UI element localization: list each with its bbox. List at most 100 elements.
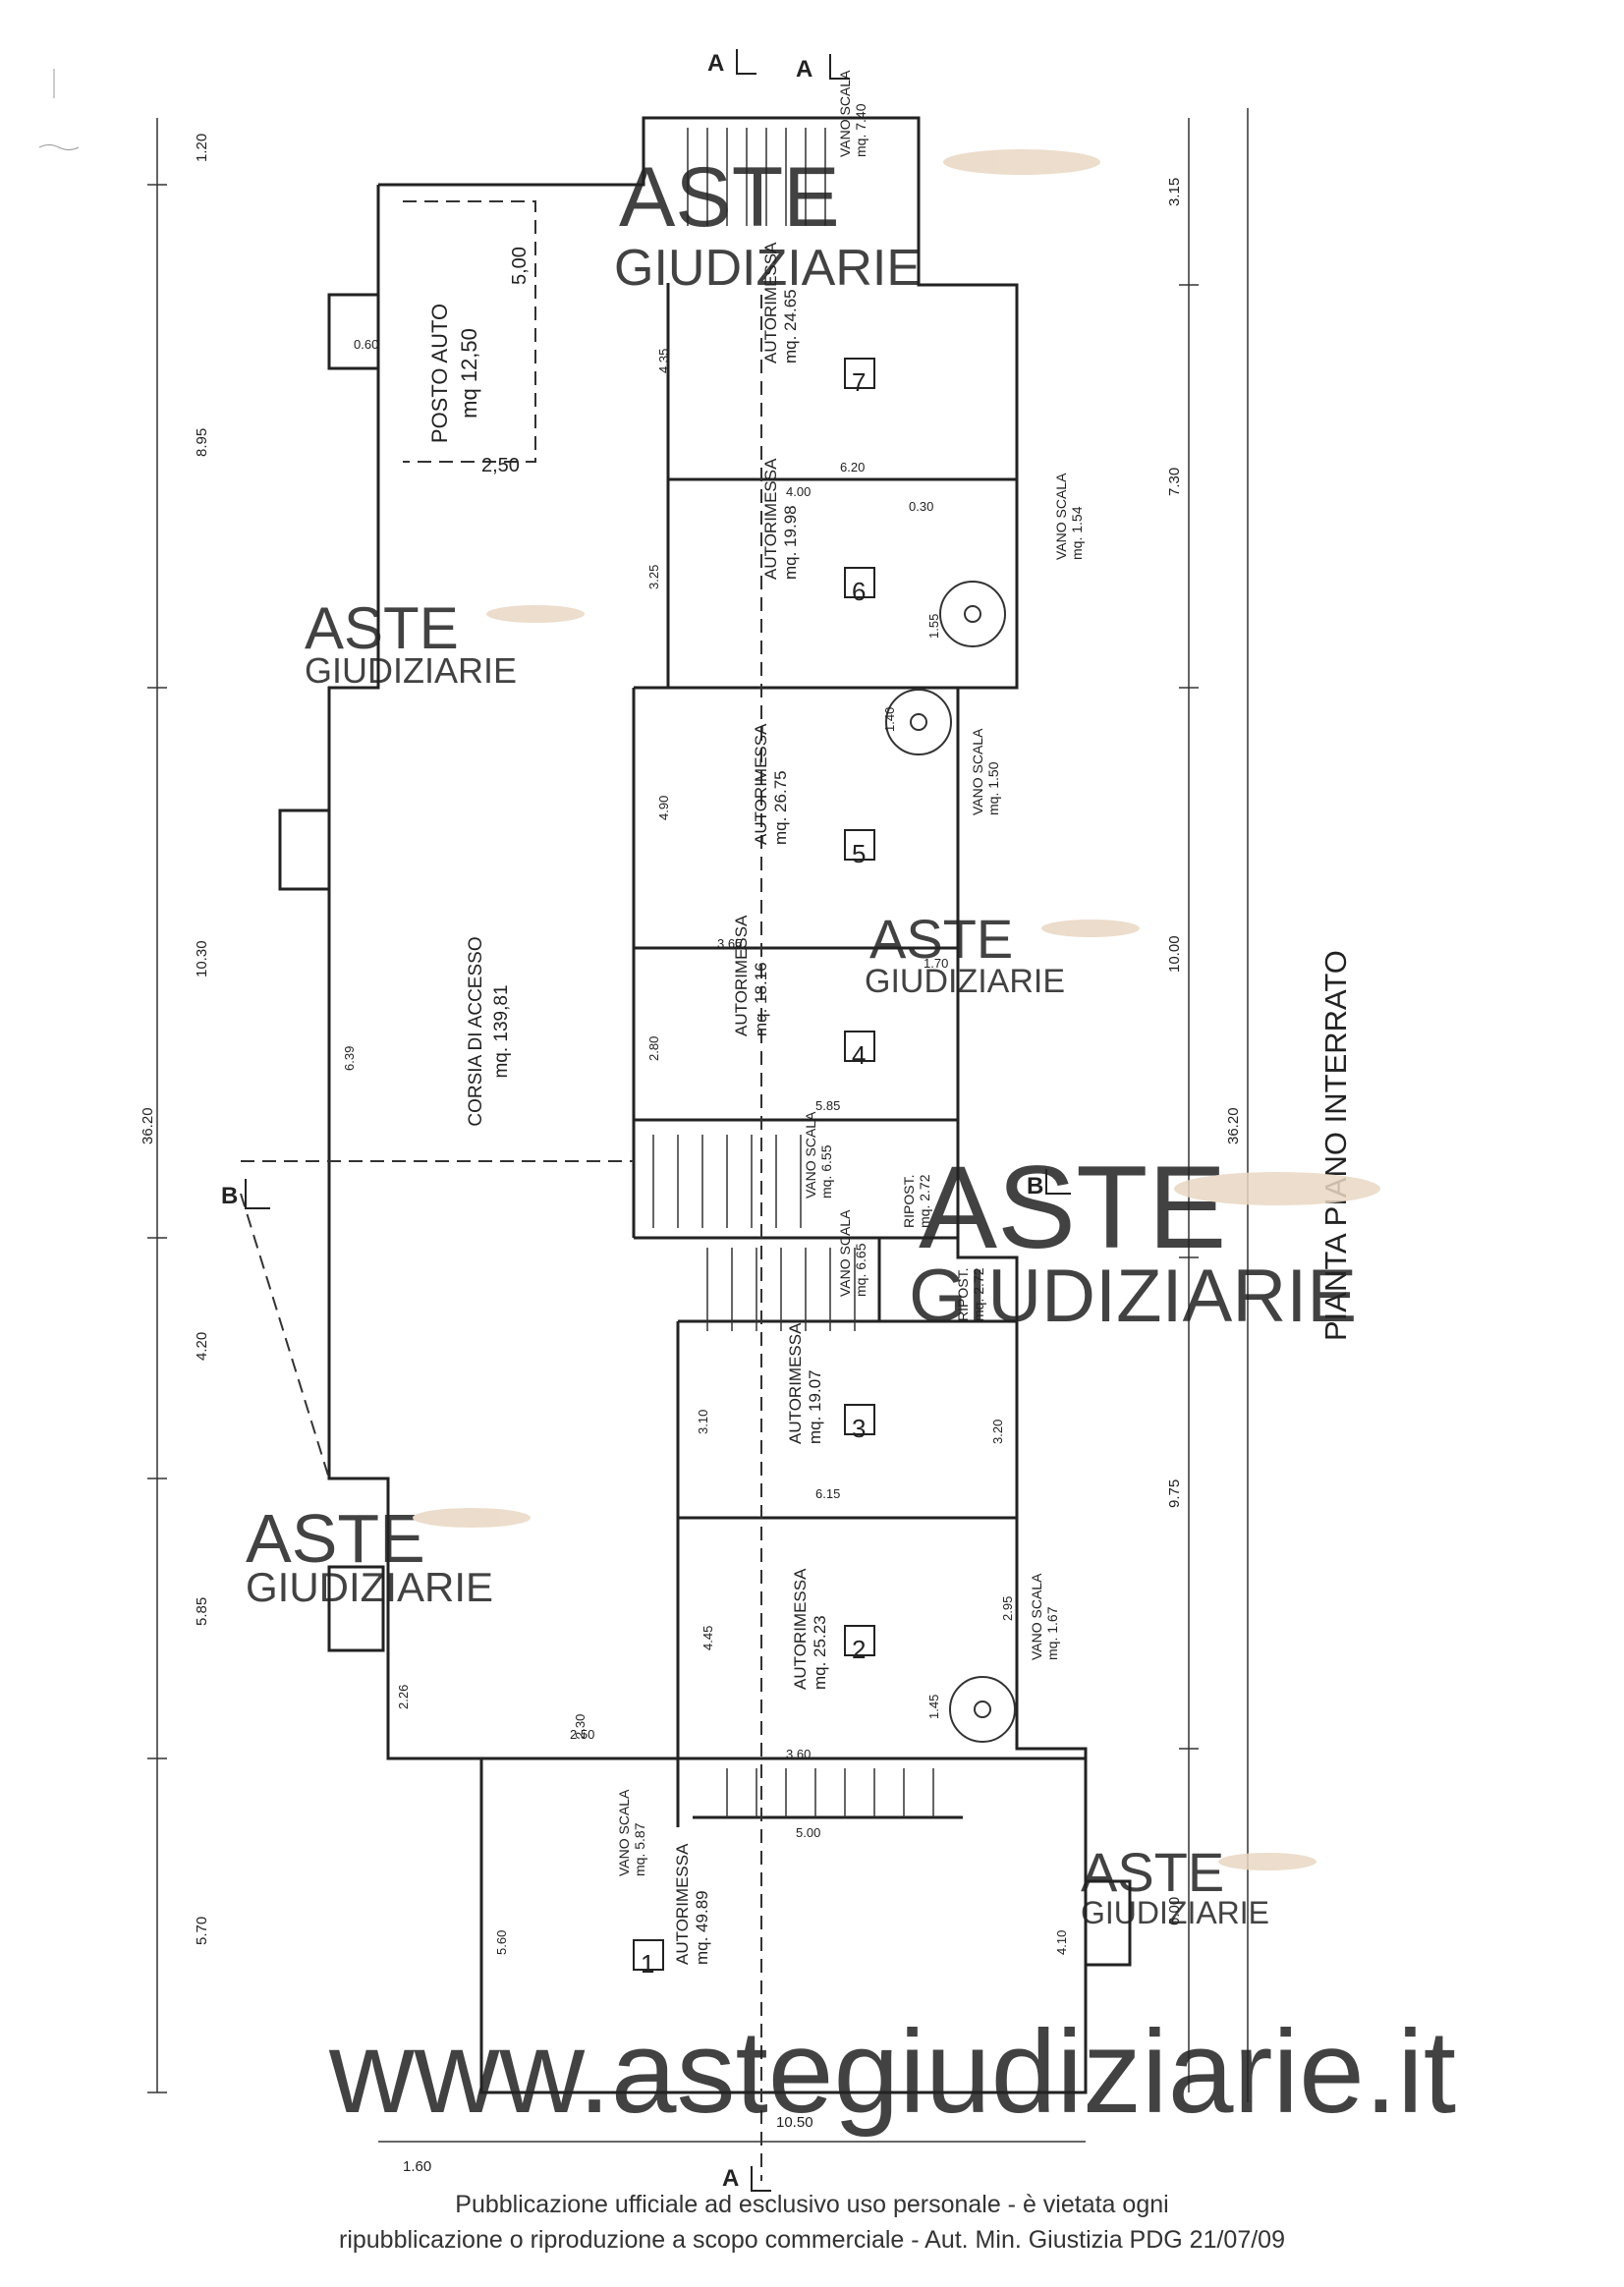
- watermark-brand: GIUDIZIARIE: [246, 1564, 493, 1610]
- dimension-value: 6.00: [1166, 1897, 1183, 1925]
- plan-title: PIANTA PIANO INTERRATO: [1318, 950, 1353, 1341]
- dimension-value: 5.85: [194, 1597, 210, 1626]
- dim-bottom: 1.60: [403, 2158, 431, 2175]
- posto-auto-name: POSTO AUTO: [427, 304, 452, 443]
- stair-name: VANO SCALA: [837, 70, 853, 157]
- watermark-brand: GIUDIZIARIE: [865, 963, 1065, 1000]
- dashed-lines: [240, 200, 762, 2181]
- building-outline: [278, 116, 1132, 2094]
- watermark-block: ASTE GIUDIZIARIE: [865, 908, 1140, 1000]
- section-a-label: A: [707, 50, 724, 77]
- unit-number: 4: [852, 1040, 866, 1070]
- section-a-label: A: [722, 2165, 739, 2192]
- unit-number: 3: [852, 1414, 866, 1443]
- dimension-value: 4.10: [1054, 1930, 1069, 1955]
- gavel-icon: [1174, 1172, 1380, 1205]
- unit-number: 2: [852, 1635, 866, 1664]
- ripostiglio-area: mq. 2.72: [971, 1267, 986, 1321]
- watermark-brand: GIUDIZIARIE: [909, 1255, 1357, 1338]
- stair-area: mq. 5.87: [632, 1822, 647, 1876]
- dimension-value: 3.60: [786, 1747, 811, 1761]
- unit-number: 7: [852, 367, 866, 397]
- watermark-block: ASTE GIUDIZIARIE: [909, 1142, 1380, 1338]
- unit-name: AUTORIMESSA: [761, 242, 780, 363]
- watermark-block: ASTE GIUDIZIARIE: [1081, 1841, 1316, 1930]
- dimension-lines: [147, 108, 1249, 2143]
- watermark-brand: ASTE: [919, 1142, 1226, 1273]
- corsia-name: CORSIA DI ACCESSO: [466, 936, 486, 1126]
- dimension-value: 0.60: [354, 337, 378, 352]
- unit-name: AUTORIMESSA: [791, 1568, 810, 1690]
- stair-area: mq. 1.50: [985, 761, 1001, 815]
- dimension-value: 2.30: [573, 1714, 588, 1739]
- dimension-value: 5.70: [194, 1917, 210, 1945]
- gavel-icon: [943, 149, 1100, 175]
- unit-area: mq. 19.07: [806, 1369, 824, 1444]
- unit-area: mq. 25.23: [811, 1615, 829, 1690]
- dimension-value: 6.39: [342, 1046, 357, 1071]
- dimension-value: 2.80: [646, 1036, 661, 1061]
- watermark-brand: GIUDIZIARIE: [1081, 1895, 1269, 1930]
- posto-auto-dim: 5,00: [509, 247, 531, 285]
- watermark-brand: GIUDIZIARIE: [614, 240, 921, 297]
- watermark-site: www.astegiudiziarie.it: [328, 2006, 1456, 2138]
- unit-name: AUTORIMESSA: [732, 915, 751, 1036]
- watermark-brand: GIUDIZIARIE: [305, 650, 517, 691]
- stair-name: VANO SCALA: [616, 1789, 632, 1876]
- watermark-brand: ASTE: [246, 1500, 425, 1577]
- dimension-value: 8.95: [194, 428, 210, 457]
- stair-area: mq. 6.65: [853, 1243, 868, 1297]
- dimension-value: 6.20: [840, 460, 865, 474]
- unit-number: 6: [852, 577, 866, 606]
- corsia-area: mq. 139,81: [491, 984, 512, 1078]
- footer-line: Pubblicazione ufficiale ad esclusivo uso…: [455, 2191, 1169, 2218]
- stair-name: VANO SCALA: [837, 1209, 853, 1297]
- dimension-value: 3.25: [646, 565, 661, 589]
- stair-name: VANO SCALA: [803, 1111, 818, 1199]
- dimension-value: 3.10: [696, 1410, 710, 1434]
- dimension-value: 4.45: [700, 1626, 715, 1650]
- section-a-label: A: [796, 56, 812, 83]
- dimension-value: 3.20: [990, 1420, 1005, 1444]
- unit-name: AUTORIMESSA: [786, 1322, 805, 1444]
- stair-area: mq. 1.67: [1044, 1606, 1060, 1660]
- unit-name: AUTORIMESSA: [673, 1843, 692, 1965]
- corsia-label: CORSIA DI ACCESSO mq. 139,81: [466, 936, 512, 1126]
- unit-number: 5: [852, 839, 866, 868]
- dims-inner: 6.204.000.303.655.851.706.153.605.002.50…: [342, 337, 1069, 1955]
- scribble-mark: [38, 69, 80, 150]
- dimension-value: 4.90: [656, 796, 671, 820]
- dimension-value: 10.00: [1166, 935, 1183, 973]
- dimension-value: 5.60: [494, 1930, 509, 1955]
- dimension-value: 3.65: [717, 936, 742, 951]
- ripostiglio-area: mq. 2.72: [917, 1174, 932, 1228]
- dimension-value: 36.20: [1225, 1107, 1242, 1144]
- unit-number-boxes: [633, 358, 875, 1971]
- watermark-brand: ASTE: [1081, 1841, 1224, 1903]
- watermark-brand: ASTE: [305, 595, 459, 661]
- watermark-brand: ASTE: [619, 150, 840, 245]
- unit-name: AUTORIMESSA: [761, 458, 780, 580]
- stair-hatching: [652, 128, 934, 1817]
- dimension-value: 1.45: [926, 1695, 941, 1719]
- posto-auto-label: POSTO AUTO mq 12,50: [427, 304, 481, 443]
- stair-name: VANO SCALA: [1029, 1573, 1044, 1660]
- stair-area: mq. 7.40: [853, 103, 868, 157]
- watermark-block: ASTE GIUDIZIARIE: [246, 1500, 531, 1610]
- unit-area: mq. 49.89: [693, 1890, 711, 1965]
- watermark-block: ASTE GIUDIZIARIE: [614, 149, 1100, 297]
- dimension-value: 36.20: [140, 1107, 156, 1144]
- gavel-icon: [1218, 1853, 1316, 1870]
- dimension-value: 7.30: [1166, 468, 1183, 496]
- section-b-label: B: [1027, 1173, 1043, 1199]
- stair-area: mq. 1.54: [1069, 506, 1085, 560]
- stair-area: mq. 6.55: [818, 1144, 834, 1199]
- unit-area: mq. 26.75: [771, 770, 790, 845]
- ripostiglio-name: RIPOST.: [955, 1268, 971, 1321]
- dim-bottom: 10.50: [776, 2114, 813, 2131]
- dimension-value: 5.00: [796, 1825, 820, 1840]
